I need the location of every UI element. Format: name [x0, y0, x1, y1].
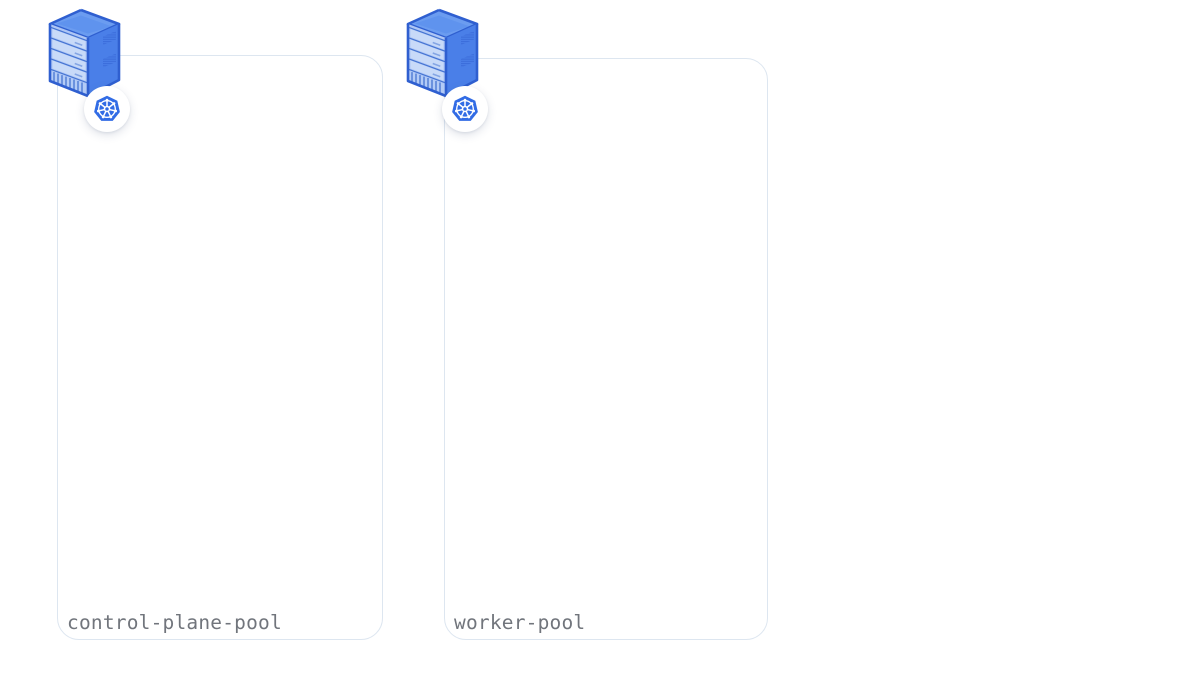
node-pool-body: worker-pool	[445, 59, 767, 639]
kubernetes-icon	[452, 95, 478, 121]
server-rack-icon	[48, 8, 121, 98]
node-pool-body: control-plane-pool	[58, 56, 382, 639]
node-pool-emblem	[406, 8, 536, 158]
node-pool-label: control-plane-pool	[67, 610, 282, 634]
node-pool-card[interactable]: control-plane-pool	[57, 55, 383, 640]
node-pool-card[interactable]: worker-pool	[444, 58, 768, 640]
kubernetes-icon	[94, 95, 120, 121]
kubernetes-badge[interactable]	[84, 86, 130, 132]
node-pool-emblem	[48, 8, 178, 158]
server-rack-icon	[406, 8, 479, 98]
kubernetes-badge[interactable]	[442, 86, 488, 132]
node-pool-label: worker-pool	[454, 610, 586, 634]
